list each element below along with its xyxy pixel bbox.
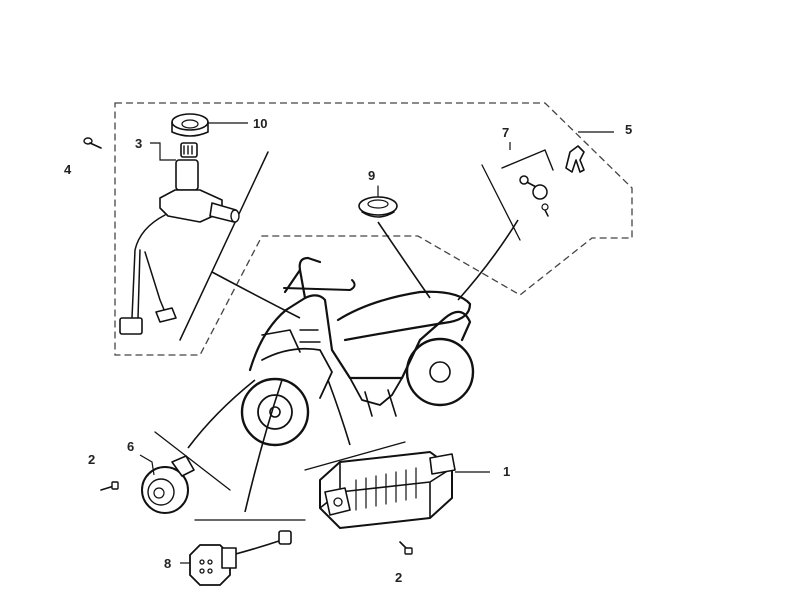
leader-6 (139, 454, 155, 476)
callout-5: 5 (625, 122, 632, 137)
screw-icon (83, 137, 102, 149)
cap-icon (358, 185, 398, 218)
callout-4: 4 (64, 162, 72, 177)
callout-6: 6 (127, 439, 134, 454)
bracket-mark (179, 151, 269, 341)
connector-icon (189, 530, 292, 586)
wiring-leader (457, 219, 519, 301)
callout-9: 9 (368, 168, 375, 183)
bracket-mark (304, 441, 406, 471)
wiring-leader (327, 379, 351, 446)
ignition-switch-icon (119, 113, 240, 335)
regulator-icon (319, 451, 456, 529)
assembly-group-outline (114, 102, 633, 356)
bracket-mark (481, 164, 521, 241)
wiring-leader (377, 221, 431, 299)
bolt-icon (100, 481, 119, 491)
bolt-icon (399, 541, 413, 555)
callout-2: 2 (88, 452, 95, 467)
callout-8: 8 (164, 556, 171, 571)
scooter-icon (240, 256, 475, 447)
horn-icon (141, 455, 195, 514)
callout-10: 10 (253, 116, 267, 131)
bracket-mark (154, 431, 231, 491)
leader-3 (150, 142, 176, 161)
callout-3: 3 (135, 136, 142, 151)
callout-1: 1 (503, 464, 510, 479)
wiring-leader (187, 379, 256, 449)
callout-2: 2 (395, 570, 402, 585)
lock-set-icon (501, 145, 585, 217)
connector-wire (231, 539, 283, 556)
wiring-leader (211, 271, 301, 319)
callout-7: 7 (502, 125, 509, 140)
